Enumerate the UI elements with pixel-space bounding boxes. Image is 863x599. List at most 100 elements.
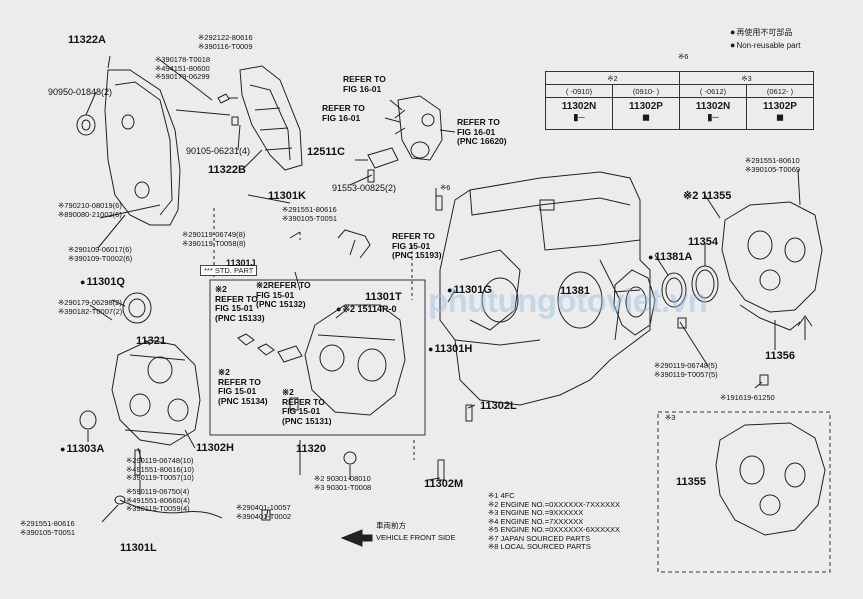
table-range: (0910- )	[612, 84, 680, 98]
part-label-11303a[interactable]: 11303A	[60, 443, 104, 455]
pump-spring	[277, 345, 303, 363]
part-label-11301h[interactable]: 11301H	[428, 343, 472, 355]
variant-table: ※2 ※3 ( -0910) (0910- ) ( -0612) (0612- …	[545, 71, 814, 130]
footnote: ※7 JAPAN SOURCED PARTS	[488, 533, 591, 543]
part-label-90119-b[interactable]: ※290119-06748(10) ※491551-80616(10) ※390…	[126, 456, 195, 482]
refer-fig-15-01-d[interactable]: ※2 REFER TO FIG 15-01 (PNC 15134)	[218, 367, 268, 406]
part-label-11301t[interactable]: 11301T	[365, 291, 402, 303]
part-label-11301j[interactable]: 11301J	[226, 258, 256, 268]
part-label-90950[interactable]: 90950-01848(2)	[48, 87, 113, 97]
table-part[interactable]: 11302P◼	[612, 97, 680, 130]
seal-11301q	[122, 292, 152, 324]
part-label-11301k[interactable]: 11301K	[268, 190, 306, 202]
rear-plate-11355-alt	[715, 422, 826, 536]
part-label-90401[interactable]: ※290401-10057 ※390401-T0002	[236, 503, 292, 521]
part-label-90119-a[interactable]: ※290119-06749(8) ※390119-T0058(8)	[182, 230, 246, 248]
pump-part-a	[237, 333, 255, 346]
seal-90950	[76, 114, 96, 136]
part-label-11302l[interactable]: 11302L	[480, 400, 517, 412]
part-label-90179[interactable]: ※290179-06298(2) ※390182-T0007(2)	[58, 298, 123, 316]
part-label-90109[interactable]: ※290109-06017(6) ※390109-T0002(6)	[68, 245, 133, 263]
part-label-91551-c[interactable]: ※291551-80610 ※390105-T0069	[745, 156, 801, 174]
pipe-12511c	[367, 147, 399, 169]
part-label-11322a[interactable]: 11322A	[68, 34, 106, 46]
part-label-11301l[interactable]: 11301L	[120, 542, 157, 554]
note-star3: ※3	[665, 413, 676, 422]
part-label-11301g[interactable]: 11301G	[447, 284, 492, 296]
pulley-assembly	[394, 95, 443, 161]
table-part[interactable]: 11302N▮─	[679, 97, 747, 130]
part-label-92122[interactable]: ※292122-80616 ※390116-T0009	[198, 33, 253, 51]
table-range: ( -0612)	[679, 84, 747, 98]
sensor-wire-11301l	[119, 499, 223, 519]
rear-plate-11355	[721, 201, 823, 313]
legend-non-reusable-en: Non-reusable part	[730, 41, 800, 50]
part-label-11381a[interactable]: 11381A	[648, 251, 692, 263]
part-label-91551-b[interactable]: ※291551-80616 ※390105-T0051	[20, 519, 76, 537]
vehicle-front-cn: 車両前方	[376, 521, 406, 530]
refer-fig-15-01-a[interactable]: REFER TO FIG 15-01 (PNC 15193)	[392, 231, 442, 260]
refer-fig-15-01-c[interactable]: ※2 REFER TO FIG 15-01 (PNC 15133)	[215, 284, 265, 323]
part-label-11321[interactable]: 11321	[136, 335, 166, 347]
part-label-11320[interactable]: 11320	[296, 443, 326, 455]
stud-star6	[435, 195, 443, 211]
refer-fig-16-01-c[interactable]: REFER TO FIG 16-01 (PNC 16620)	[457, 117, 507, 146]
part-label-11302h[interactable]: 11302H	[196, 442, 234, 454]
part-label-91551-a[interactable]: ※291551-80616 ※390105-T0051	[282, 205, 338, 223]
part-label-90210[interactable]: ※790210-08019(6) ※890080-21002(6)	[58, 201, 122, 219]
part-label-11354[interactable]: 11354	[688, 236, 718, 248]
table-range: (0612- )	[746, 84, 814, 98]
footnote: ※1 4FC	[488, 491, 515, 500]
footnote: ※4 ENGINE NO.=7XXXXXX	[488, 516, 584, 526]
part-label-90178[interactable]: ※390178-T0018 ※494151-80600 ※590179-0629…	[155, 55, 211, 81]
note-star6: ※6	[440, 183, 451, 192]
part-label-90119-d[interactable]: ※290119-06748(5) ※390119-T0057(5)	[654, 361, 718, 379]
part-label-11301q[interactable]: 11301Q	[80, 276, 125, 288]
timing-cover-11322a	[104, 69, 181, 226]
footnotes: ※1 4FC ※2 ENGINE NO.=0XXXXXX-7XXXXXX ※3 …	[488, 491, 620, 552]
part-label-90301[interactable]: ※2 90301-08010 ※3 90301-T0008	[314, 474, 372, 492]
refer-fig-16-01-b[interactable]: REFER TO FIG 16-01	[322, 103, 365, 123]
seal-11381a	[661, 272, 687, 308]
table-part[interactable]: 11302N▮─	[545, 97, 613, 130]
refer-fig-15-01-b[interactable]: ※2REFER TO FIG 15-01 (PNC 15132)	[256, 280, 311, 309]
footnote: ※2 ENGINE NO.=0XXXXXX-7XXXXXX	[488, 499, 620, 509]
rear-seal-11381	[613, 269, 656, 336]
part-label-11356[interactable]: 11356	[765, 350, 795, 362]
table-note: ※6	[678, 52, 689, 61]
front-cover-11321	[111, 339, 201, 446]
refer-fig-15-01-e[interactable]: ※2 REFER TO FIG 15-01 (PNC 15131)	[282, 387, 332, 426]
part-label-11381[interactable]: 11381	[560, 285, 590, 297]
footnote: ※5 ENGINE NO.=0XXXXXX-6XXXXXX	[488, 525, 620, 534]
table-part[interactable]: 11302P◼	[746, 97, 814, 130]
part-label-90105[interactable]: 90105-06231(4)	[186, 146, 251, 156]
vehicle-front-en: VEHICLE FRONT SIDE	[376, 533, 456, 542]
cover-plate-11322b	[239, 65, 303, 171]
refer-fig-16-01-a[interactable]: REFER TO FIG 16-01	[343, 74, 386, 94]
table-group-3: ※3	[679, 71, 814, 85]
footnote: ※3 ENGINE NO.=9XXXXXX	[488, 508, 584, 517]
part-label-12511c[interactable]: 12511C	[307, 146, 345, 158]
part-label-11355-alt[interactable]: 11355	[676, 476, 706, 488]
engine-block-illustration	[439, 171, 651, 406]
part-label-91619[interactable]: ※191619-61250	[720, 393, 775, 402]
part-label-90119-c[interactable]: ※590119-06750(4) ※491551-80660(4) ※39011…	[126, 487, 190, 513]
stud-11302l	[465, 404, 473, 422]
part-label-91553[interactable]: 91553-00825(2)	[332, 183, 397, 193]
front-arrow	[340, 529, 373, 547]
plug-90301	[343, 451, 357, 465]
footnote: ※8 LOCAL SOURCED PARTS	[488, 542, 591, 551]
part-label-11302m[interactable]: 11302M	[424, 478, 464, 490]
plug-11303a	[79, 410, 97, 430]
part-label-15114[interactable]: ※2 15114R-0	[336, 304, 396, 314]
legend-non-reusable-cn: 再使用不可部品	[730, 28, 792, 37]
gasket-11356	[739, 304, 801, 331]
part-label-11322b[interactable]: 11322B	[208, 164, 246, 176]
std-part-label: *** STD. PART	[200, 265, 258, 276]
std-part-box	[209, 279, 426, 436]
stud-11302m	[437, 459, 445, 481]
alt-box	[657, 411, 831, 573]
part-label-11355[interactable]: ※2 11355	[683, 190, 732, 202]
